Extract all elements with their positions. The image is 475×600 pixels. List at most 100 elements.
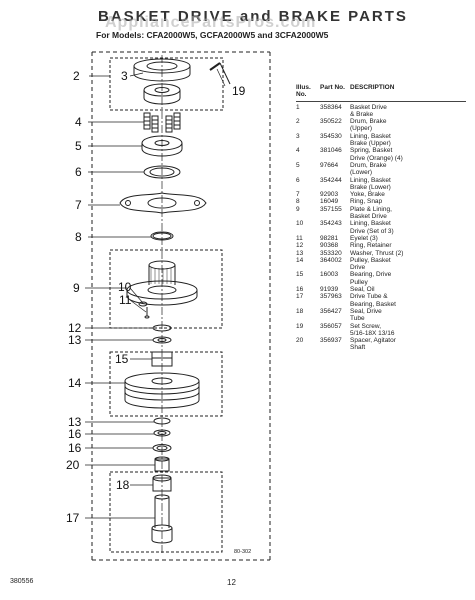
description-cell: Seal, Oil bbox=[350, 286, 466, 293]
page-number: 12 bbox=[227, 578, 236, 587]
illus-no-cell: 8 bbox=[296, 198, 300, 206]
description-cell: Drum, Brake(Upper) bbox=[350, 118, 466, 133]
description-line: Plate & Lining, bbox=[350, 205, 392, 213]
description-line: Bearing, Drive bbox=[350, 271, 392, 279]
callout-16-lower: 16 bbox=[68, 441, 82, 455]
page-title: BASKET DRIVE and BRAKE PARTS bbox=[98, 8, 408, 25]
thrust-washer-lower bbox=[153, 417, 171, 425]
description-line: Yoke, Brake bbox=[350, 191, 385, 199]
drive-tube-seal bbox=[152, 474, 172, 492]
part-no-cell: 356937 bbox=[320, 337, 342, 345]
description-cell: Yoke, Brake bbox=[350, 191, 466, 198]
table-row: 16 91939 Seal, Oil bbox=[296, 286, 466, 293]
callout-4: 4 bbox=[75, 115, 82, 129]
description-header: DESCRIPTION bbox=[350, 84, 395, 91]
plate-lining-box bbox=[109, 249, 223, 329]
part-no-cell: 91939 bbox=[320, 286, 339, 294]
illus-no-cell: 12 bbox=[296, 242, 304, 250]
part-no-cell: 354243 bbox=[320, 220, 342, 228]
description-line: Pulley, Basket bbox=[350, 256, 391, 264]
description-line: Brake (Upper) bbox=[350, 140, 391, 148]
part-no-cell: 356427 bbox=[320, 307, 342, 315]
illus-no-cell: 1 bbox=[296, 103, 300, 111]
illus-no-cell: 16 bbox=[296, 286, 304, 294]
watermark: AppliancePartsPros.com bbox=[105, 14, 317, 31]
part-no-cell: 97664 bbox=[320, 161, 339, 169]
callout-20: 20 bbox=[66, 458, 80, 472]
illus-no-cell: 11 bbox=[296, 234, 303, 242]
illus-no-cell: 18 bbox=[296, 307, 304, 315]
description-line: Shaft bbox=[350, 344, 366, 352]
callout-11: 11 bbox=[119, 293, 132, 307]
description-line: Basket Drive bbox=[350, 213, 387, 221]
drive-tube-box bbox=[109, 471, 223, 553]
description-line: Seal, Drive bbox=[350, 307, 382, 315]
upper-brake-drum bbox=[133, 58, 191, 105]
description-line: (Lower) bbox=[350, 169, 373, 177]
illus-no-cell: 15 bbox=[296, 271, 304, 279]
callout-8: 8 bbox=[75, 230, 82, 244]
description-line: & Brake bbox=[350, 110, 374, 118]
part-no-cell: 357155 bbox=[320, 205, 342, 213]
description-cell: Ring, Retainer bbox=[350, 242, 466, 249]
table-row: 12 90368 Ring, Retainer bbox=[296, 242, 466, 249]
description-line: Washer, Thrust (2) bbox=[350, 249, 404, 257]
part-no-cell: 354244 bbox=[320, 176, 342, 184]
description-cell: Basket Drive& Brake bbox=[350, 104, 466, 119]
description-cell: Washer, Thrust (2) bbox=[350, 250, 466, 257]
illus-no-cell: 14 bbox=[296, 256, 304, 264]
description-line: Lining, Basket bbox=[350, 176, 391, 184]
illus-no-cell: 19 bbox=[296, 322, 304, 330]
callout-13-upper: 13 bbox=[68, 333, 82, 347]
part-no-cell: 353320 bbox=[320, 249, 342, 257]
illus-no-cell: 2 bbox=[296, 118, 300, 126]
description-cell: Eyelet (3) bbox=[350, 235, 466, 242]
description-line: 5/16-18X 13/16 bbox=[350, 329, 395, 337]
illus-no-cell: 13 bbox=[296, 249, 304, 257]
part-no-cell: 381046 bbox=[320, 147, 342, 155]
part-no-cell: 354530 bbox=[320, 132, 342, 140]
lower-brake-drum bbox=[141, 135, 183, 157]
description-line: Drum, Brake bbox=[350, 118, 387, 126]
callout-14: 14 bbox=[68, 376, 82, 390]
illus-no-cell: 4 bbox=[296, 147, 300, 155]
callout-13-lower: 13 bbox=[68, 415, 82, 429]
description-line: Seal, Oil bbox=[350, 286, 375, 294]
callout-12: 12 bbox=[68, 321, 82, 335]
description-cell: Set Screw,5/16-18X 13/16 bbox=[350, 323, 466, 338]
description-line: Pulley bbox=[350, 278, 368, 286]
callout-17: 17 bbox=[66, 511, 80, 525]
part-no-cell: 364002 bbox=[320, 256, 342, 264]
description-line: Eyelet (3) bbox=[350, 234, 378, 242]
upper-drum-box bbox=[109, 57, 224, 111]
basket-drive-pulley bbox=[124, 372, 200, 409]
part-no-cell: 90368 bbox=[320, 242, 339, 250]
description-line: Spacer, Agitator bbox=[350, 337, 396, 345]
page-code: 380556 bbox=[10, 578, 34, 585]
plate-and-lining bbox=[126, 260, 198, 306]
diagram-code: 80-302 bbox=[234, 549, 252, 555]
description-line: Basket Drive bbox=[350, 103, 387, 111]
illus-no-cell: 3 bbox=[296, 132, 300, 140]
description-line: Drive Tube & bbox=[350, 293, 388, 301]
